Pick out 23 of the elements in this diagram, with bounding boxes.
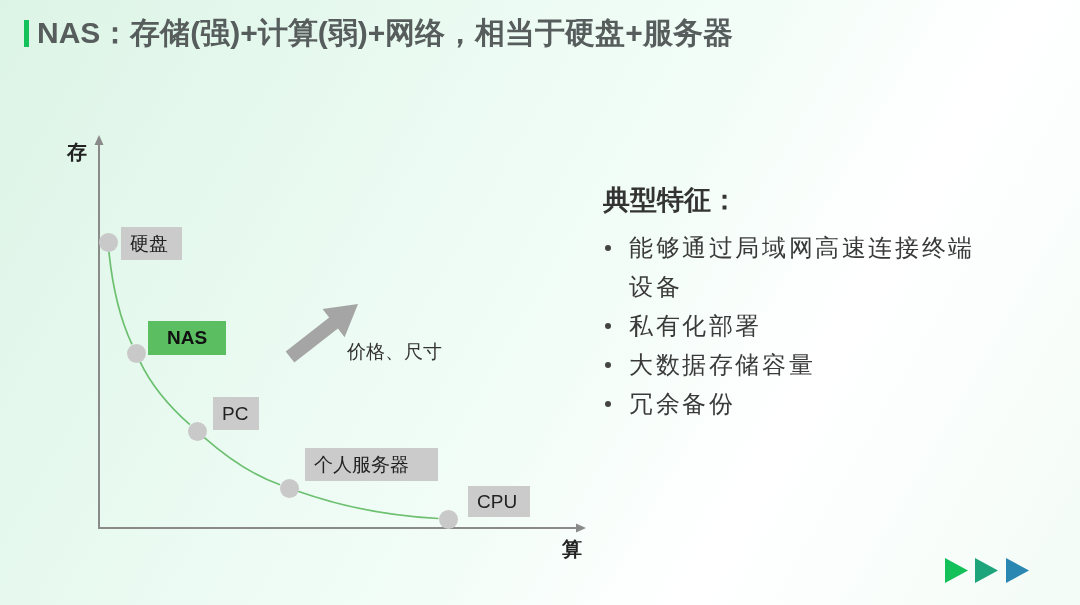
highlight-label: NAS (148, 321, 226, 355)
curve-line (108, 250, 133, 346)
point-label: PC (213, 397, 259, 430)
curve-line (297, 490, 440, 520)
point-marker (98, 232, 118, 252)
point-label: CPU (468, 486, 530, 517)
list-item: 大数据存储容量 (629, 350, 817, 380)
point-label: 硬盘 (121, 227, 182, 260)
axis-label: 算 (562, 537, 582, 562)
list-item: 冗余备份 (629, 389, 737, 419)
list-item: 能够通过局域网高速连接终端设备 (629, 233, 976, 302)
point-marker (279, 478, 299, 498)
point-marker (438, 509, 458, 529)
title: NAS：存储(强)+计算(弱)+网络，相当于硬盘+服务器 (37, 15, 733, 51)
arrow-label: 价格、尺寸 (347, 340, 442, 364)
point-marker (187, 421, 207, 441)
section-heading: 典型特征： (603, 184, 738, 217)
list-item: 私有化部署 (629, 311, 763, 341)
curve-line (139, 360, 191, 426)
point-marker (126, 343, 146, 363)
point-label: 个人服务器 (305, 448, 438, 481)
curve-line (203, 436, 281, 486)
axis-label: 存 (67, 140, 87, 165)
